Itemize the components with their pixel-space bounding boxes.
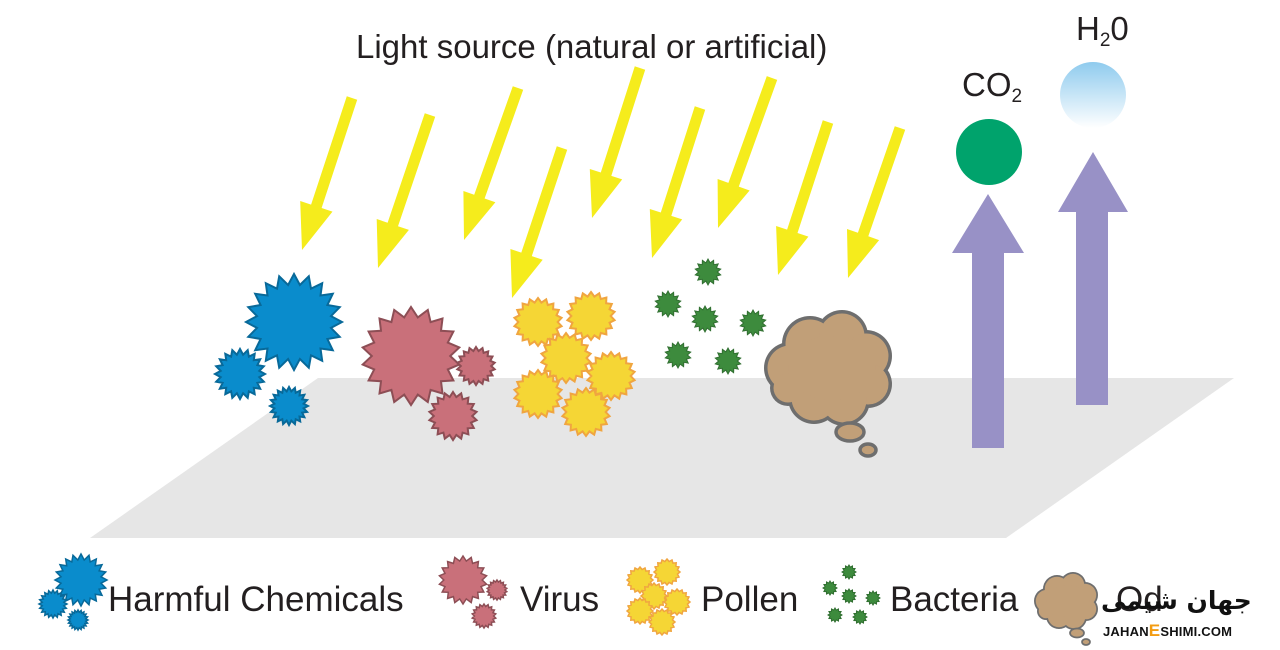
bacteria-particle — [691, 304, 719, 334]
legend-virus-icon — [470, 602, 498, 630]
legend-bacteria-icon — [841, 588, 857, 604]
co2-molecule — [956, 119, 1022, 185]
pollen-particle — [560, 386, 612, 438]
h2o-emission-arrow — [1058, 152, 1128, 405]
watermark-latin: JAHANESHIMI.COM — [1103, 621, 1233, 640]
legend-chemical-icon — [53, 552, 109, 608]
cloud-puff — [858, 442, 878, 458]
legend-virus-icon — [438, 554, 488, 606]
cloud-puff — [834, 421, 866, 443]
h2o-molecule — [1060, 62, 1126, 128]
cloud-core — [1046, 585, 1090, 617]
light-ray-arrow — [649, 106, 706, 258]
pollen-particle — [539, 331, 593, 385]
cloud-core — [788, 336, 876, 400]
legend-virus: Virus — [520, 580, 600, 619]
virus-particle — [427, 390, 479, 442]
co2-label: CO2 — [962, 66, 1023, 107]
legend-pollen-icon — [662, 587, 692, 617]
light-ray-arrow — [589, 66, 646, 218]
legend-pollen-icon — [647, 607, 677, 637]
legend-odor-icon — [1034, 572, 1098, 646]
pollen-particle — [565, 290, 617, 342]
bacteria-particle — [664, 340, 692, 370]
chemical-particle — [267, 384, 311, 428]
legend-icons — [37, 552, 1098, 646]
pollen-particle — [512, 296, 564, 348]
legend-bacteria-icon — [841, 564, 857, 580]
legend-bacteria: Bacteria — [890, 580, 1019, 619]
pollen-particle — [585, 350, 637, 402]
legend-harmful-chemicals: Harmful Chemicals — [108, 580, 404, 619]
legend-chemical-icon — [37, 588, 69, 620]
legend-chemical-icon — [66, 608, 90, 632]
bacteria-particle — [714, 346, 742, 376]
pollutant-particles — [212, 257, 767, 442]
light-ray-arrow — [510, 146, 568, 298]
legend-bacteria-icon — [852, 609, 868, 625]
light-source-title: Light source (natural or artificial) — [356, 28, 828, 65]
light-ray-arrow — [717, 76, 778, 228]
odor-cloud — [764, 310, 892, 458]
chemical-particle — [243, 271, 345, 373]
h2o-label: H20 — [1076, 10, 1129, 51]
virus-particle — [455, 345, 497, 387]
cloud-puff — [1081, 638, 1091, 646]
bacteria-particle — [654, 289, 682, 319]
legend-bacteria-icon — [822, 580, 838, 596]
watermark-persian: جهان شیمی — [1101, 586, 1252, 615]
legend-pollen: Pollen — [701, 580, 799, 619]
light-ray-arrow — [376, 113, 436, 268]
legend-odor: Odor — [1116, 582, 1164, 617]
light-ray-arrow — [776, 120, 834, 275]
legend-bacteria-icon — [865, 590, 881, 606]
chemical-particle — [212, 346, 268, 402]
legend-bacteria-icon — [827, 607, 843, 623]
legend-virus-icon — [485, 578, 509, 602]
light-ray-arrow — [463, 86, 524, 240]
cloud-puff — [1069, 627, 1085, 639]
light-ray-arrow — [847, 126, 906, 278]
bacteria-particle — [739, 308, 767, 338]
surface-plane — [90, 378, 1234, 538]
co2-emission-arrow — [952, 194, 1024, 448]
emission-arrows — [952, 152, 1128, 448]
pollen-particle — [512, 368, 564, 420]
virus-particle — [360, 305, 462, 407]
bacteria-particle — [694, 257, 722, 287]
light-rays — [300, 66, 906, 298]
legend-pollen-icon — [652, 557, 682, 587]
light-ray-arrow — [300, 96, 358, 250]
odor-cloud-shape — [764, 310, 892, 458]
legend-pollen-icon — [625, 596, 655, 626]
